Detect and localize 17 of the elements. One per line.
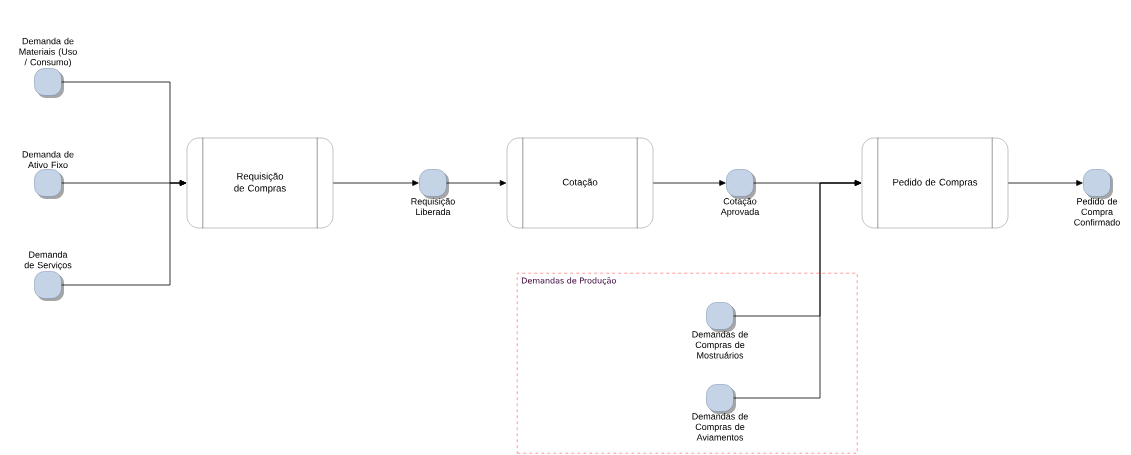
node-label: Demanda de Ativo Fixo — [22, 150, 74, 169]
node-label: Demanda de Materiais (Uso / Consumo) — [19, 37, 77, 68]
arrow — [61, 180, 187, 286]
arrow — [652, 180, 726, 186]
arrow — [332, 180, 419, 186]
process-box: Requisição de Compras — [186, 137, 334, 229]
arrow — [1007, 180, 1083, 186]
node-label: Pedido de Compra Confirmado — [1074, 197, 1120, 226]
node-label: Demandas de Compras de Aviamentos — [692, 412, 748, 441]
node-label: Cotação Aprovada — [720, 197, 760, 217]
node-label: Demanda de Serviços — [24, 251, 72, 271]
node-label: Requisição Liberada — [411, 197, 455, 216]
arrow — [733, 180, 862, 399]
arrow — [446, 180, 507, 186]
node-label: Demandas de Compras de Mostruários — [692, 330, 748, 359]
process-box: Cotação — [506, 137, 654, 229]
process-box: Pedido de Compras — [861, 137, 1009, 229]
